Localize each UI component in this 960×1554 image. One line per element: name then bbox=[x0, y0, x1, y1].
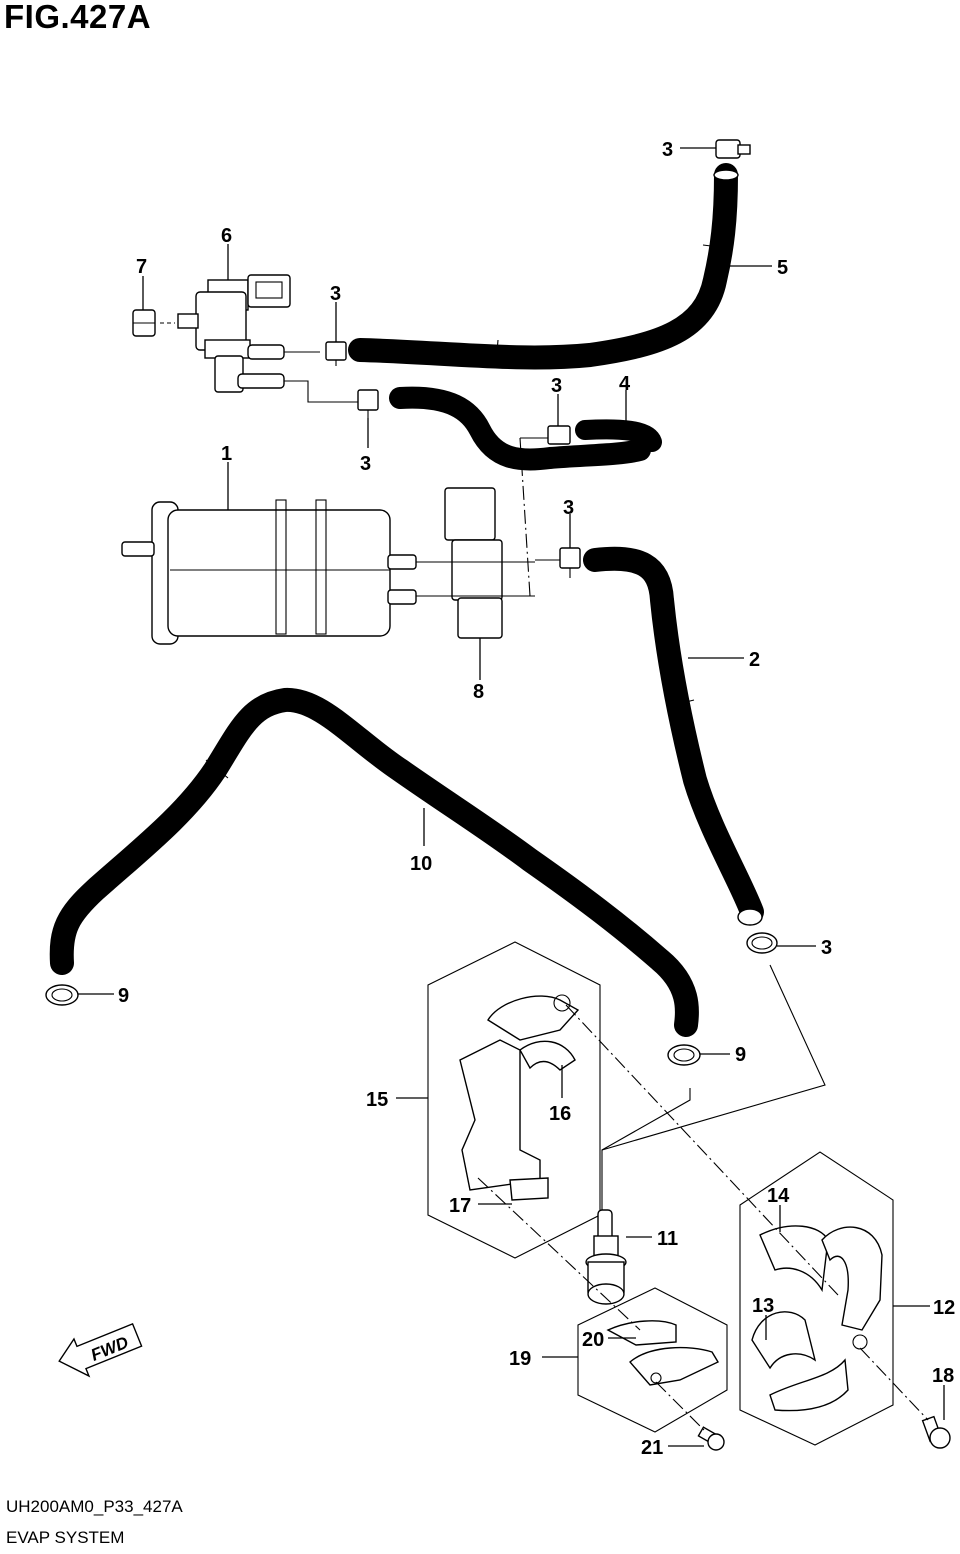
hose-10[interactable] bbox=[49, 688, 699, 1037]
clamp-16[interactable] bbox=[519, 1040, 576, 1071]
callout-3-lower: 3 bbox=[821, 937, 832, 959]
clamp-group-12 bbox=[739, 1151, 894, 1446]
fitting-11[interactable] bbox=[585, 964, 826, 1305]
callout-10: 10 bbox=[410, 853, 432, 875]
callout-3-lower-valve: 3 bbox=[360, 453, 371, 475]
callout-18: 18 bbox=[932, 1365, 954, 1387]
connector-3-valve[interactable] bbox=[325, 341, 347, 366]
callout-7: 7 bbox=[136, 256, 147, 278]
callout-12: 12 bbox=[933, 1297, 955, 1319]
connector-3-lower-valve[interactable] bbox=[284, 380, 379, 418]
clamp-14[interactable] bbox=[759, 1225, 829, 1293]
bolt-18[interactable] bbox=[921, 1415, 951, 1449]
purge-valve-6[interactable] bbox=[177, 274, 320, 393]
callout-8: 8 bbox=[473, 681, 484, 703]
connector-3-top[interactable] bbox=[715, 139, 751, 159]
callout-11: 11 bbox=[657, 1228, 678, 1250]
clamp-20[interactable] bbox=[606, 1320, 677, 1346]
callout-3-top: 3 bbox=[662, 139, 673, 161]
clamp-13[interactable] bbox=[751, 1311, 849, 1412]
canister-1[interactable] bbox=[121, 499, 417, 645]
fwd-arrow: FWD bbox=[58, 1322, 143, 1378]
callout-15: 15 bbox=[366, 1089, 388, 1111]
bracket-15-part[interactable] bbox=[459, 994, 580, 1191]
bracket-group-19 bbox=[577, 1287, 728, 1433]
figure-title: FIG.427A bbox=[4, 0, 152, 35]
callout-5: 5 bbox=[777, 257, 788, 279]
callout-17: 17 bbox=[449, 1195, 471, 1217]
clamp-3-lower[interactable] bbox=[746, 932, 778, 954]
hose-4[interactable] bbox=[389, 386, 662, 471]
callout-9-left: 9 bbox=[118, 985, 129, 1007]
clamp-12-part[interactable] bbox=[821, 1226, 883, 1350]
bracket-group-15 bbox=[427, 941, 601, 1259]
callouts: 3 5 6 7 3 3 3 4 1 3 2 8 10 3 9 9 15 bbox=[78, 139, 955, 1459]
callout-16: 16 bbox=[549, 1103, 571, 1125]
callout-3-valve: 3 bbox=[330, 283, 341, 305]
clip-17[interactable] bbox=[509, 1177, 549, 1201]
callout-3-hose4: 3 bbox=[551, 375, 562, 397]
callout-4: 4 bbox=[619, 373, 631, 395]
callout-9-right: 9 bbox=[735, 1044, 746, 1066]
callout-2: 2 bbox=[749, 649, 760, 671]
figure-code: UH200AM0_P33_427A bbox=[6, 1497, 183, 1516]
callout-3-canister: 3 bbox=[563, 497, 574, 519]
callout-13: 13 bbox=[752, 1295, 774, 1317]
hose-5[interactable] bbox=[348, 163, 739, 370]
bracket-19-part[interactable] bbox=[629, 1346, 719, 1386]
nut-7[interactable] bbox=[132, 309, 175, 337]
callout-1: 1 bbox=[221, 443, 232, 465]
figure-subtitle: EVAP SYSTEM bbox=[6, 1528, 125, 1547]
clamp-9-left[interactable] bbox=[45, 984, 79, 1006]
callout-6: 6 bbox=[221, 225, 232, 247]
guide-lines bbox=[477, 1004, 929, 1431]
bracket-8[interactable] bbox=[416, 437, 535, 639]
callout-19: 19 bbox=[509, 1348, 531, 1370]
screw-21[interactable] bbox=[697, 1426, 725, 1451]
hose-2[interactable] bbox=[583, 546, 764, 926]
connector-3-canister[interactable] bbox=[535, 547, 581, 578]
callout-21: 21 bbox=[641, 1437, 663, 1459]
connector-3-hose4[interactable] bbox=[520, 425, 571, 445]
fwd-label: FWD bbox=[88, 1333, 131, 1365]
callout-14: 14 bbox=[767, 1185, 790, 1207]
callout-20: 20 bbox=[582, 1329, 604, 1351]
clamp-9-right[interactable] bbox=[667, 1044, 701, 1066]
